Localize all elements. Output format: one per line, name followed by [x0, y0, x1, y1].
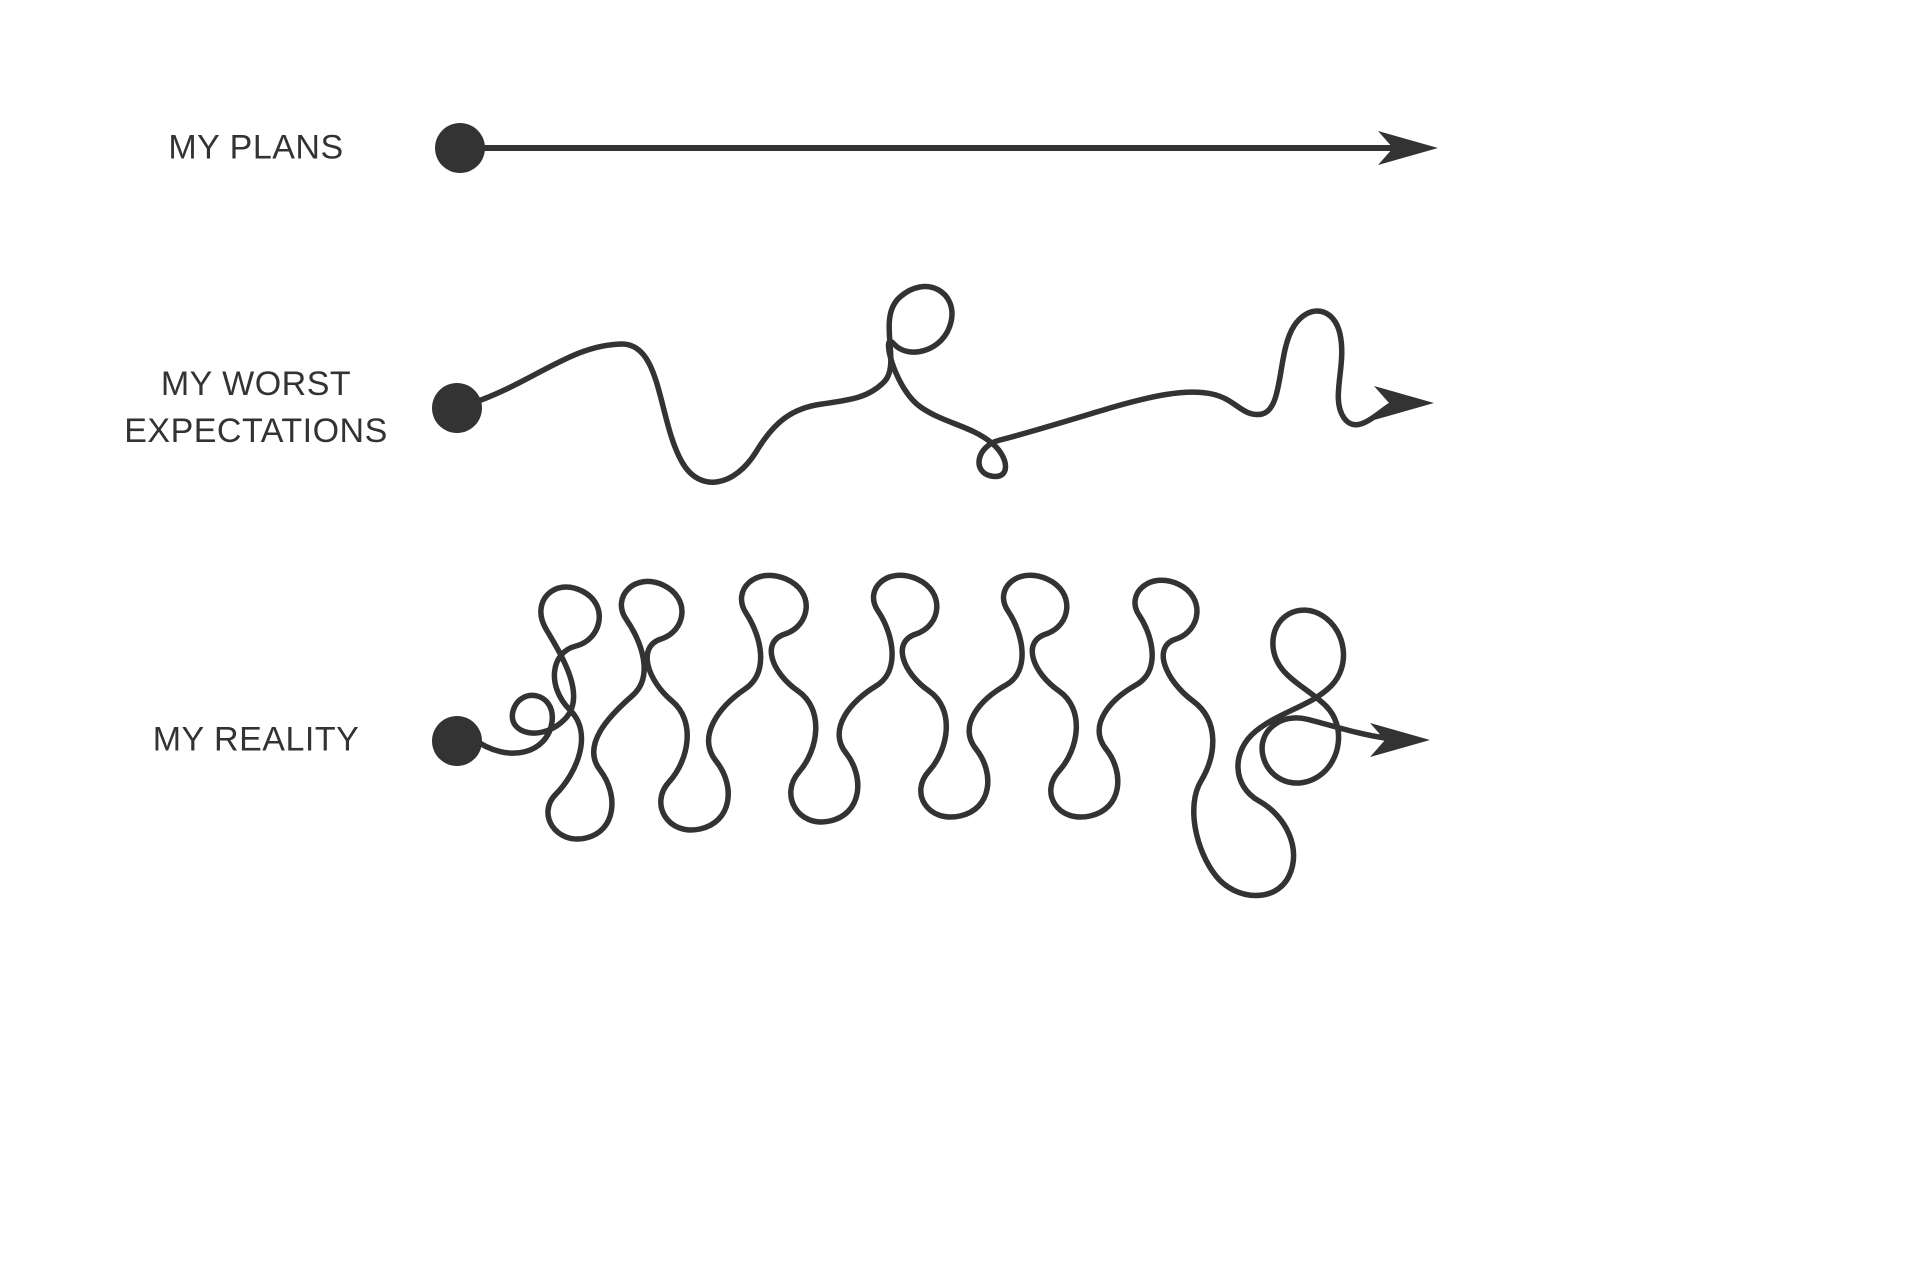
expectations-start-dot — [432, 383, 482, 433]
plans-arrowhead-icon — [1378, 131, 1438, 165]
reality-line — [469, 572, 1388, 899]
plans-row — [435, 123, 1438, 173]
expectations-line — [467, 283, 1392, 485]
expectations-label: MY WORST EXPECTATIONS — [124, 365, 388, 450]
plans-label: MY PLANS — [168, 128, 344, 167]
reality-start-dot — [432, 716, 482, 766]
reality-row — [432, 572, 1430, 899]
reality-arrowhead-icon — [1370, 723, 1430, 757]
expectations-arrowhead-icon — [1374, 386, 1434, 420]
expectations-row — [432, 283, 1434, 485]
reality-label: MY REALITY — [152, 720, 360, 759]
